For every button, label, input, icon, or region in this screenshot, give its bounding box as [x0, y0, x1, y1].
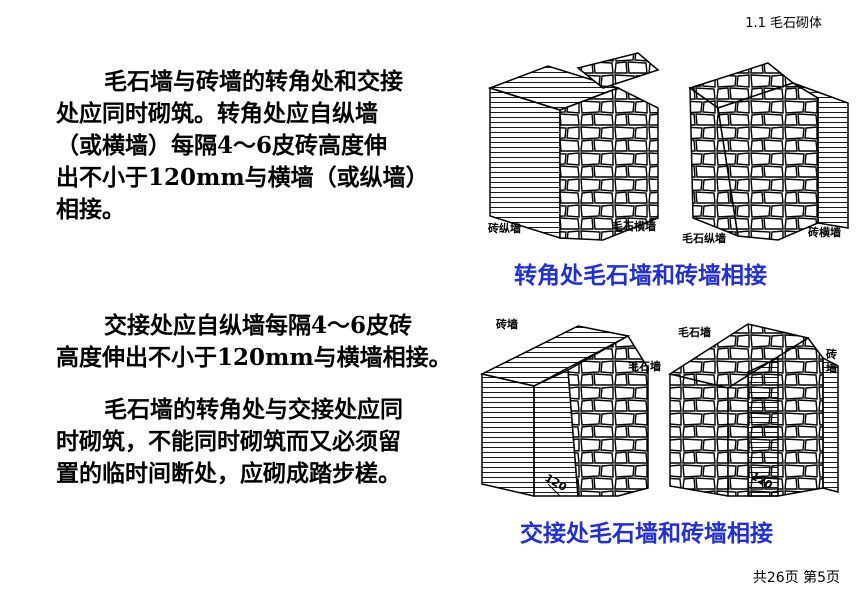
label-brick-longitudinal: 砖纵墙 [488, 221, 521, 235]
label-rubble-wall-left: 毛石墙 [628, 359, 661, 373]
section-header: 1.1 毛石砌体 [745, 16, 822, 31]
text-line: （或横墙）每隔4～6皮砖高度伸 [56, 132, 388, 159]
label-brick-wall: 砖墙 [496, 317, 518, 331]
page-counter: 共26页 第5页 [752, 570, 840, 586]
text-line: 时砌筑，不能同时砌筑而又必须留 [56, 428, 401, 455]
corner-left-drawing [487, 52, 660, 241]
label-rubble-wall-right: 毛石墙 [678, 325, 711, 339]
junction-right-drawing [668, 323, 839, 497]
caption-junction: 交接处毛石墙和砖墙相接 [520, 521, 773, 547]
junction-left-drawing [479, 325, 649, 497]
paragraph-interruption: 毛石墙的转角处与交接处应同 时砌筑，不能同时砌筑而又必须留 置的临时间断处，应砌… [56, 394, 403, 490]
text-line: 毛石墙与砖墙的转角处和交接 [104, 68, 403, 95]
paragraph-corner: 毛石墙与砖墙的转角处和交接 处应同时砌筑。转角处应自纵墙 （或横墙）每隔4～6皮… [56, 66, 429, 226]
text-line: 出不小于120mm与横墙（或纵墙） [56, 164, 429, 191]
caption-corner: 转角处毛石墙和砖墙相接 [514, 263, 767, 289]
label-rubble-transverse: 毛石横墙 [612, 219, 656, 233]
text-line: 相接。 [56, 196, 125, 223]
text-line: 毛石墙的转角处与交接处应同 [104, 396, 403, 423]
text-line: 交接处应自纵墙每隔4～6皮砖 [104, 312, 413, 339]
label-brick-right-1: 砖 [826, 347, 837, 361]
corner-right-drawing [688, 62, 849, 241]
junction-connection-illustration: 砖墙 毛石墙 毛石墙 砖 墙 120 120 [479, 317, 839, 497]
text-line: 处应同时砌筑。转角处应自纵墙 [56, 100, 378, 127]
paragraph-junction: 交接处应自纵墙每隔4～6皮砖 高度伸出不小于120mm与横墙相接。 [56, 310, 452, 374]
corner-connection-illustration: 砖纵墙 毛石横墙 毛石纵墙 砖横墙 [487, 52, 849, 245]
label-rubble-longitudinal: 毛石纵墙 [682, 231, 726, 245]
label-brick-transverse: 砖横墙 [808, 225, 841, 239]
text-line: 置的临时间断处，应砌成踏步槎。 [56, 460, 401, 487]
label-brick-right-2: 墙 [826, 361, 837, 375]
text-line: 高度伸出不小于120mm与横墙相接。 [56, 344, 452, 371]
